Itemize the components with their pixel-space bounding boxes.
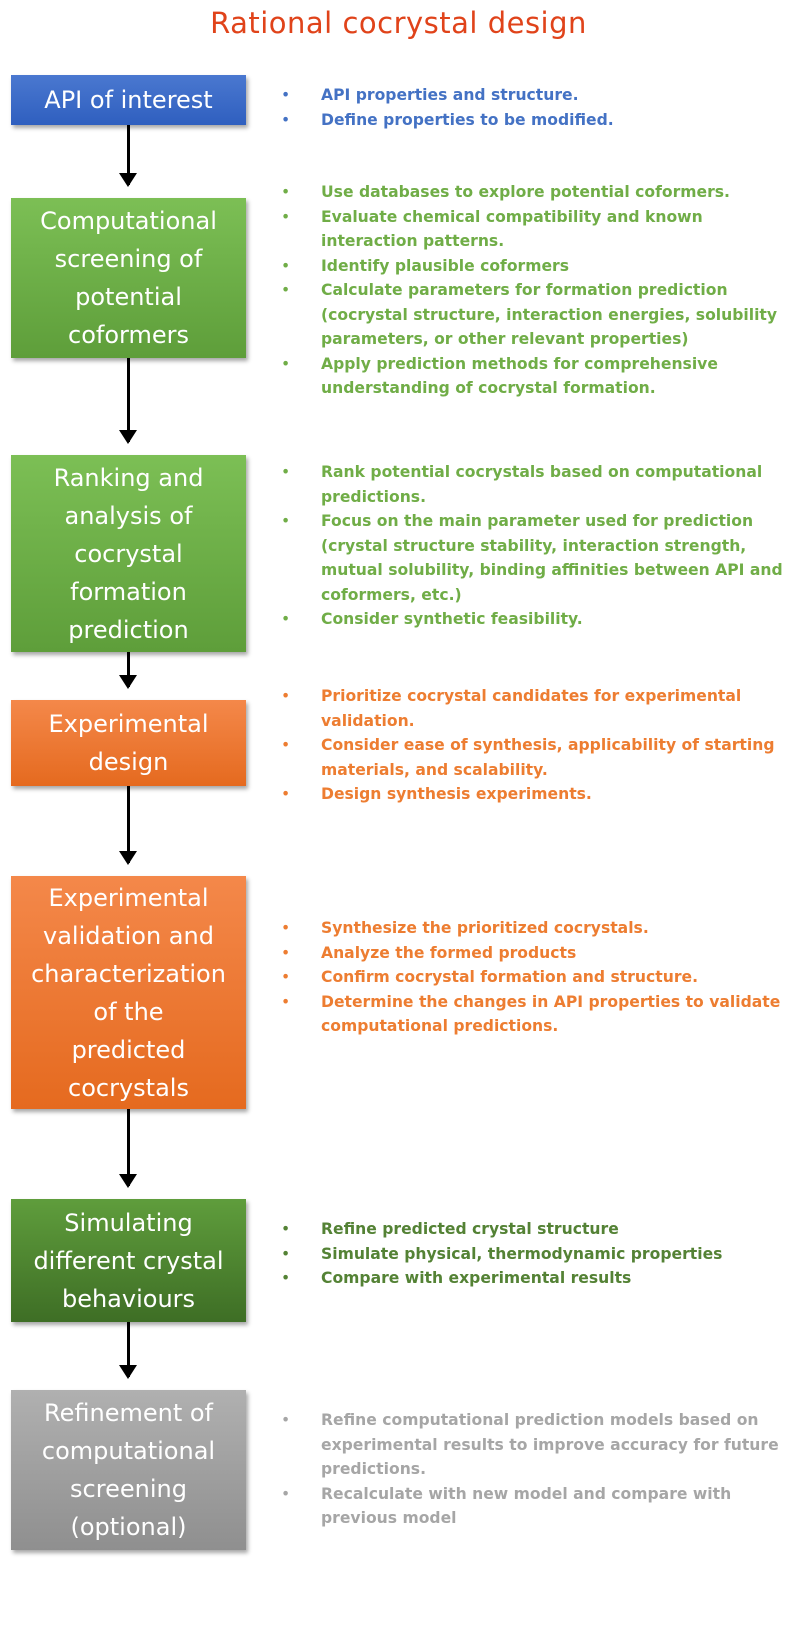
step-box-experimental-design: Experimental design: [11, 700, 246, 786]
step-bullets-experimental-design: Prioritize cocrystal candidates for expe…: [281, 684, 786, 807]
bullet-item: Define properties to be modified.: [281, 108, 786, 133]
step-bullets-api-of-interest: API properties and structure. Define pro…: [281, 83, 786, 132]
bullet-item: Determine the changes in API properties …: [281, 990, 786, 1039]
bullet-item: Calculate parameters for formation predi…: [281, 278, 786, 352]
flow-arrow-5: [119, 1109, 137, 1188]
step-bullets-experimental-validation: Synthesize the prioritized cocrystals. A…: [281, 916, 786, 1039]
flow-arrow-1: [119, 125, 137, 187]
bullet-item: Apply prediction methods for comprehensi…: [281, 352, 786, 401]
bullet-item: Use databases to explore potential cofor…: [281, 180, 786, 205]
bullet-item: Rank potential cocrystals based on compu…: [281, 460, 786, 509]
bullet-item: Recalculate with new model and compare w…: [281, 1482, 786, 1531]
step-box-simulating-behaviours: Simulating different crystal behaviours: [11, 1199, 246, 1322]
step-box-computational-screening: Computational screening of potential cof…: [11, 198, 246, 358]
bullet-item: Synthesize the prioritized cocrystals.: [281, 916, 786, 941]
flow-arrow-4: [119, 786, 137, 865]
flow-arrow-6: [119, 1322, 137, 1379]
bullet-item: Prioritize cocrystal candidates for expe…: [281, 684, 786, 733]
step-bullets-refinement: Refine computational prediction models b…: [281, 1408, 786, 1531]
diagram-title: Rational cocrystal design: [210, 6, 587, 40]
step-box-refinement: Refinement of computational screening (o…: [11, 1390, 246, 1550]
step-bullets-ranking-analysis: Rank potential cocrystals based on compu…: [281, 460, 786, 632]
step-box-api-of-interest: API of interest: [11, 75, 246, 125]
bullet-item: Confirm cocrystal formation and structur…: [281, 965, 786, 990]
bullet-item: Simulate physical, thermodynamic propert…: [281, 1242, 786, 1267]
bullet-item: Consider ease of synthesis, applicabilit…: [281, 733, 786, 782]
step-bullets-computational-screening: Use databases to explore potential cofor…: [281, 180, 786, 401]
bullet-item: Compare with experimental results: [281, 1266, 786, 1291]
bullet-item: Focus on the main parameter used for pre…: [281, 509, 786, 607]
bullet-item: Design synthesis experiments.: [281, 782, 786, 807]
bullet-item: Identify plausible coformers: [281, 254, 786, 279]
flow-arrow-3: [119, 652, 137, 689]
bullet-item: Evaluate chemical compatibility and know…: [281, 205, 786, 254]
step-box-ranking-analysis: Ranking and analysis of cocrystal format…: [11, 455, 246, 652]
bullet-item: Refine predicted crystal structure: [281, 1217, 786, 1242]
step-bullets-simulating-behaviours: Refine predicted crystal structure Simul…: [281, 1217, 786, 1291]
step-box-experimental-validation: Experimental validation and characteriza…: [11, 876, 246, 1109]
bullet-item: Consider synthetic feasibility.: [281, 607, 786, 632]
flow-arrow-2: [119, 358, 137, 444]
bullet-item: Analyze the formed products: [281, 941, 786, 966]
bullet-item: API properties and structure.: [281, 83, 786, 108]
bullet-item: Refine computational prediction models b…: [281, 1408, 786, 1482]
